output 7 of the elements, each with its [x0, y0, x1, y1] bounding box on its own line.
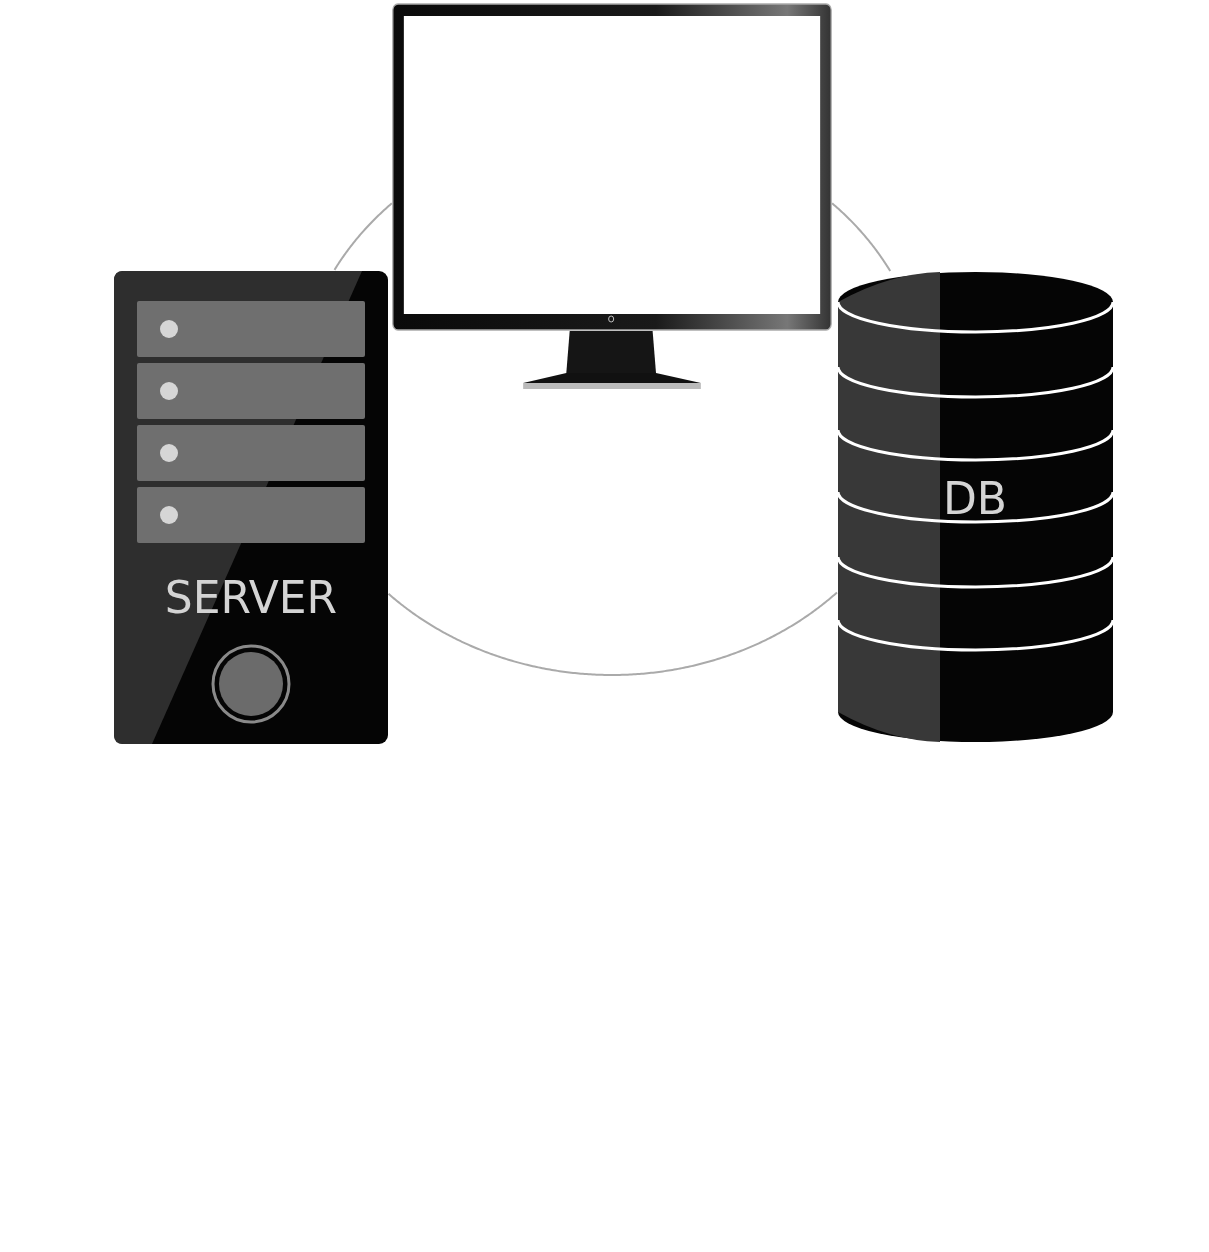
connector-arc	[387, 591, 838, 676]
device-label: SERVER	[164, 571, 338, 623]
device-label: DB	[942, 472, 1008, 524]
connector-arc	[831, 202, 892, 272]
connector-arc	[333, 202, 393, 271]
server-tower-drawing	[114, 271, 388, 744]
database-cylinder	[838, 272, 1113, 744]
